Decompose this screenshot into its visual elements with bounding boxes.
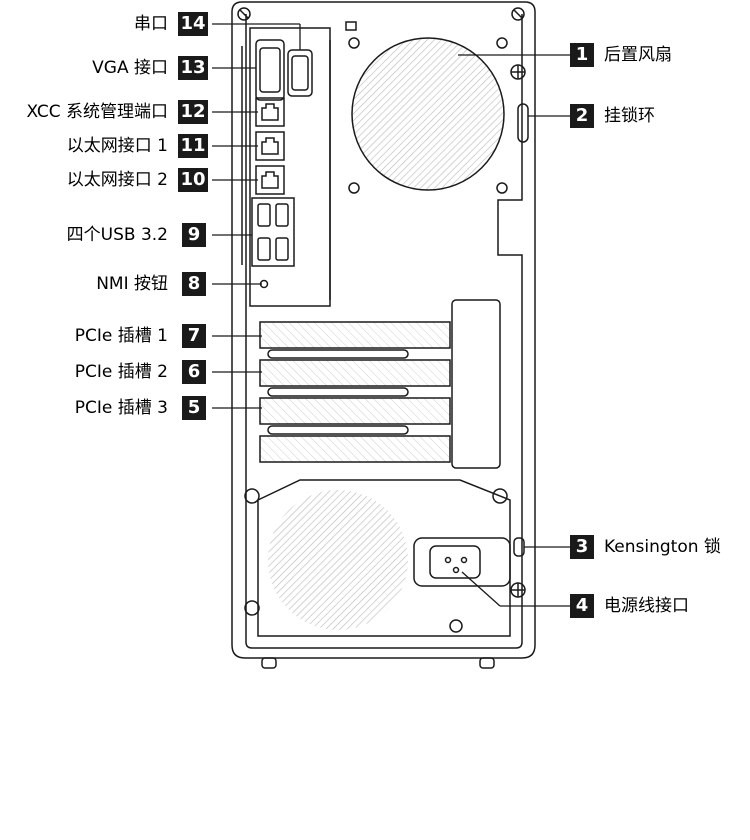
callout-label-ethernet-2: 以太网接口 2 <box>66 170 168 190</box>
callout-label-pcie-3: PCIe 插槽 3 <box>74 398 168 418</box>
pcie-slot-3 <box>259 397 451 425</box>
callout-label-xcc: XCC 系统管理端口 <box>26 102 168 122</box>
callout-badge-8: 8 <box>182 272 206 296</box>
power-supply <box>257 479 511 637</box>
callout-label-usb: 四个USB 3.2 <box>66 225 168 245</box>
left-foot <box>261 657 277 669</box>
callout-label-ethernet-1: 以太网接口 1 <box>66 136 168 156</box>
callout-badge-13: 13 <box>178 56 208 80</box>
xcc-port <box>255 97 285 127</box>
pcie-slot-2 <box>259 359 451 387</box>
padlock-loop <box>517 103 529 143</box>
power-connector <box>413 537 511 587</box>
top-left-screw <box>237 7 251 21</box>
callout-badge-14: 14 <box>178 12 208 36</box>
callout-badge-7: 7 <box>182 324 206 348</box>
callout-label-vga: VGA 接口 <box>92 58 168 78</box>
callout-badge-6: 6 <box>182 360 206 384</box>
ethernet-port-1 <box>255 131 285 161</box>
chassis-outline <box>231 1 536 659</box>
pcie-bracket <box>451 299 501 469</box>
callout-label-rear-fan: 后置风扇 <box>604 45 672 65</box>
callout-badge-3: 3 <box>570 535 594 559</box>
leader-lines <box>212 23 570 607</box>
io-panel <box>249 27 331 307</box>
vga-port <box>255 39 285 101</box>
callout-label-pcie-2: PCIe 插槽 2 <box>74 362 168 382</box>
callout-badge-11: 11 <box>178 134 208 158</box>
top-right-screw <box>511 7 525 21</box>
right-foot <box>479 657 495 669</box>
usb-block <box>251 197 295 267</box>
ethernet-port-2 <box>255 165 285 195</box>
callout-label-nmi: NMI 按钮 <box>96 274 168 294</box>
callout-label-pcie-1: PCIe 插槽 1 <box>74 326 168 346</box>
callout-badge-4: 4 <box>570 594 594 618</box>
pcie-slot-4 <box>259 435 451 463</box>
chassis-inner-outline <box>245 14 523 649</box>
callout-badge-5: 5 <box>182 396 206 420</box>
callout-label-serial: 串口 <box>134 14 168 34</box>
callout-label-power: 电源线接口 <box>604 596 689 616</box>
callout-badge-2: 2 <box>570 104 594 128</box>
callout-badge-1: 1 <box>570 43 594 67</box>
callout-label-kensington: Kensington 锁 <box>604 537 721 557</box>
callout-badge-12: 12 <box>178 100 208 124</box>
pcie-slot-1 <box>259 321 451 349</box>
callout-badge-10: 10 <box>178 168 208 192</box>
rear-fan <box>351 37 505 191</box>
callout-badge-9: 9 <box>182 223 206 247</box>
callout-label-padlock: 挂锁环 <box>604 106 655 126</box>
